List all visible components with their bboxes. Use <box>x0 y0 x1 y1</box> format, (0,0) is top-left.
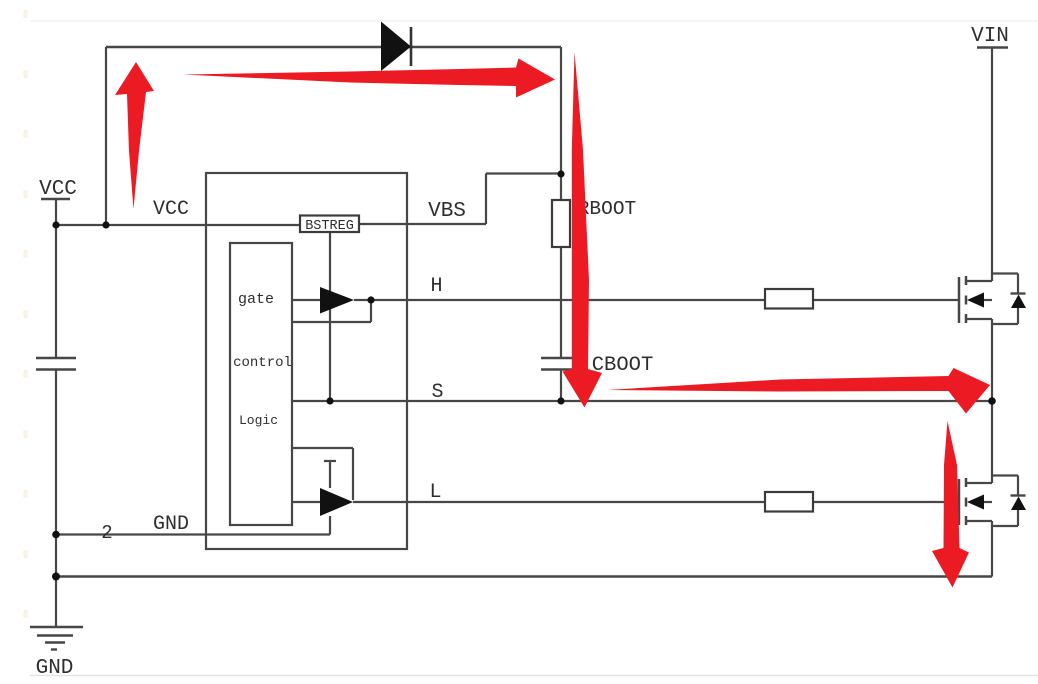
svg-text:control: control <box>233 355 292 371</box>
svg-text:gate: gate <box>238 291 274 308</box>
svg-text:BSTREG: BSTREG <box>305 219 354 234</box>
svg-text:S: S <box>431 381 443 404</box>
svg-text:CBOOT: CBOOT <box>592 354 654 377</box>
svg-text:Logic: Logic <box>239 413 278 428</box>
svg-text:L: L <box>429 481 441 504</box>
svg-text:VBS: VBS <box>428 200 466 223</box>
svg-text:VIN: VIN <box>971 25 1009 48</box>
svg-text:VCC: VCC <box>39 178 77 201</box>
svg-text:GND: GND <box>153 513 189 536</box>
svg-text:2: 2 <box>101 522 112 544</box>
svg-text:GND: GND <box>36 657 74 680</box>
svg-text:VCC: VCC <box>153 198 189 221</box>
svg-text:RBOOT: RBOOT <box>578 198 637 220</box>
svg-text:H: H <box>430 275 442 298</box>
